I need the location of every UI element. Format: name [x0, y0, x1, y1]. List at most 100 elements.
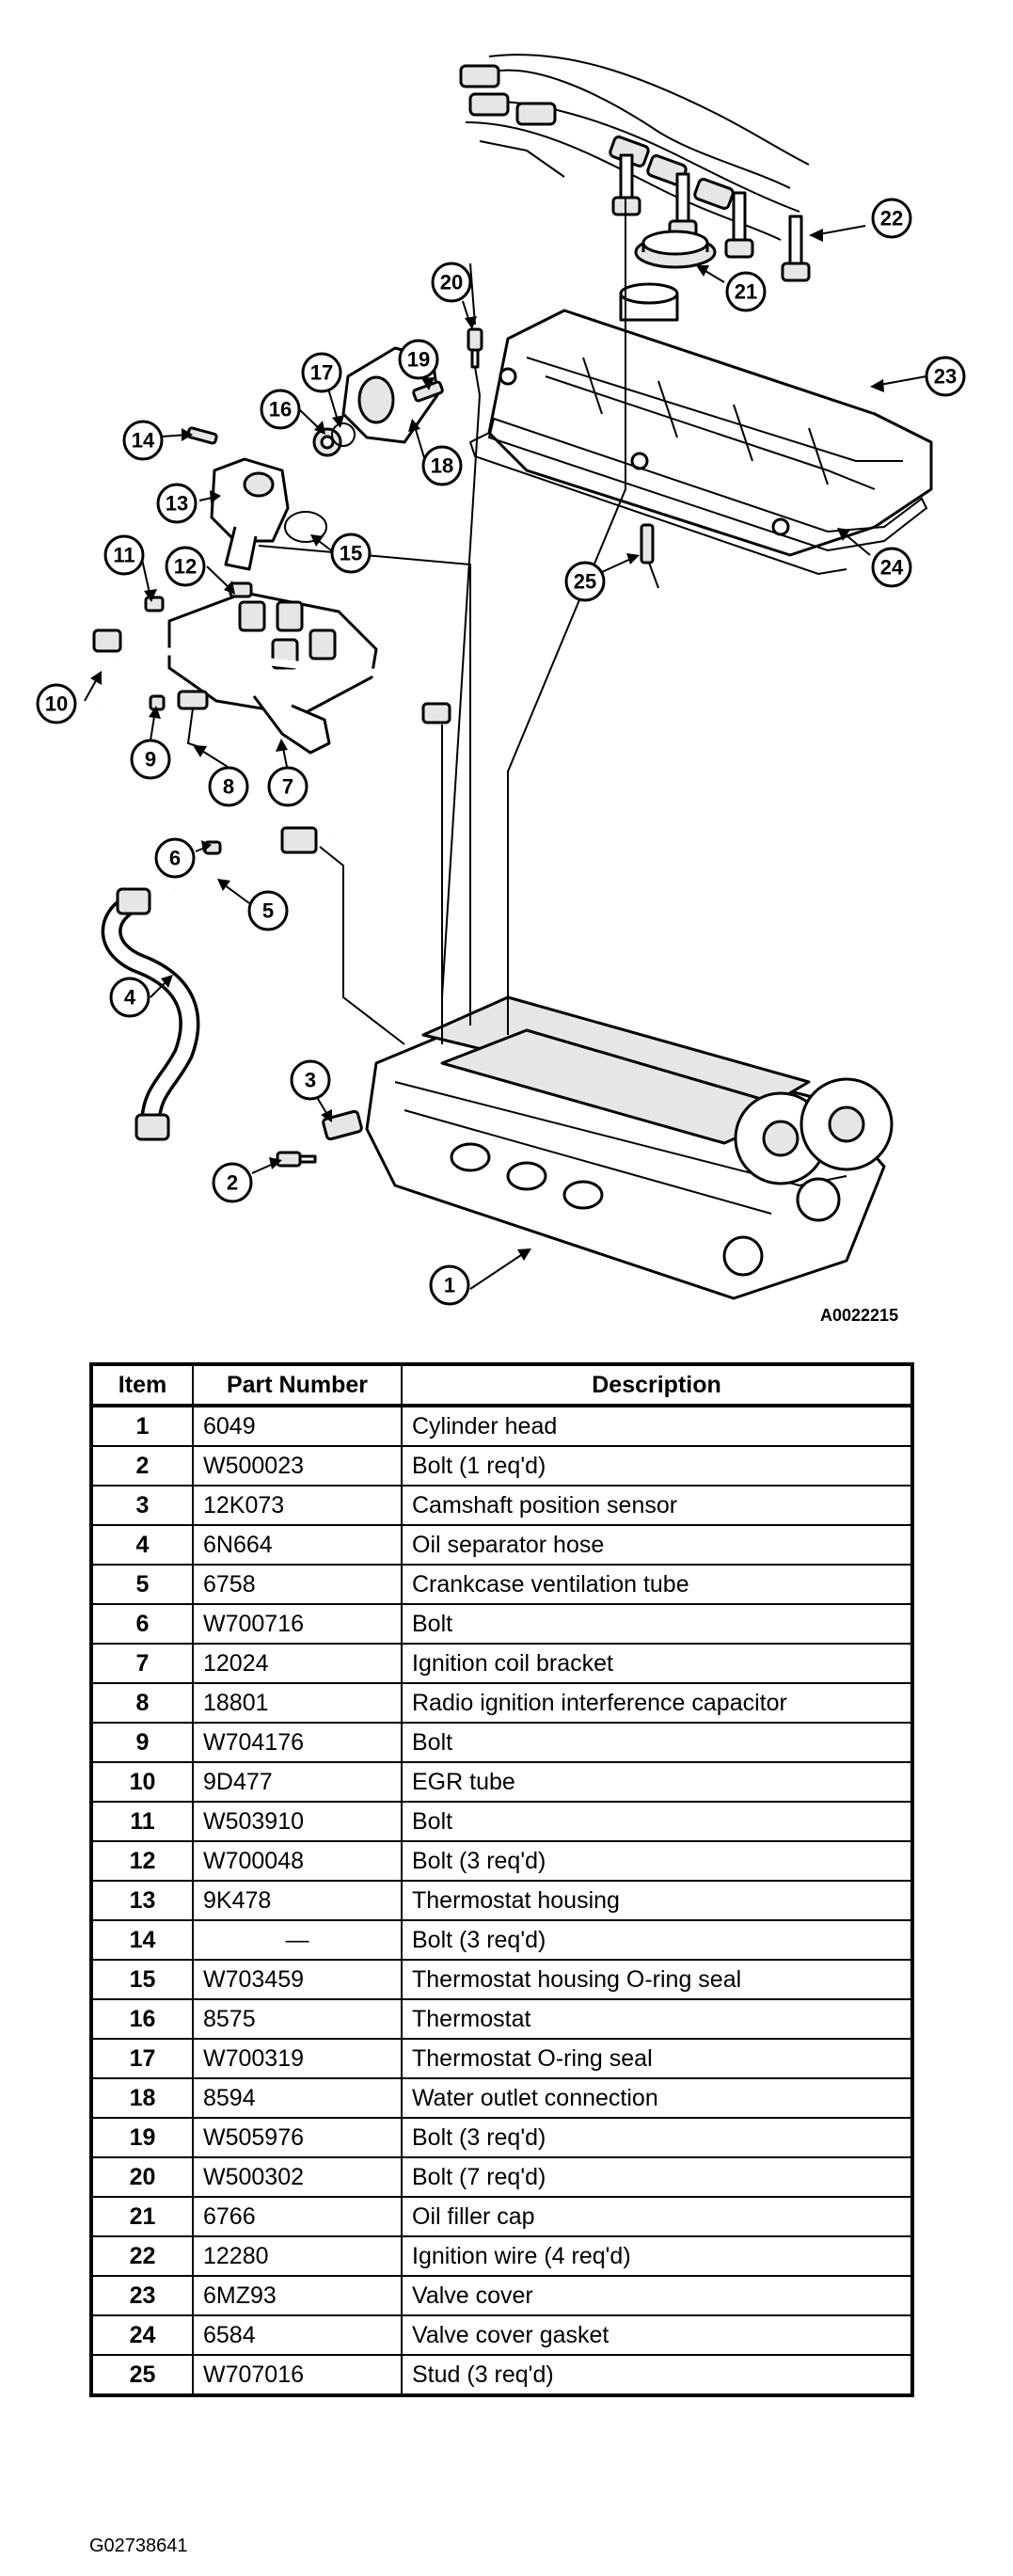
row-description: Radio ignition interference capacitor: [401, 1682, 913, 1724]
row-description: Water outlet connection: [401, 2077, 913, 2119]
row-item: 21: [90, 2196, 194, 2237]
thermostat-housing-drawing: [186, 426, 327, 571]
row-item: 19: [90, 2117, 194, 2158]
leader-lines: [258, 140, 659, 1045]
callouts: 1 2 3 4 5 6 7 8 9 10 11 12 13 14 15 16 1…: [36, 198, 966, 1306]
ignition-coil-assembly-drawing: [92, 581, 451, 755]
svg-text:12: 12: [174, 555, 197, 579]
row-description: Thermostat housing: [401, 1880, 913, 1921]
row-item: 9: [90, 1722, 194, 1763]
row-item: 22: [90, 2235, 194, 2277]
svg-text:18: 18: [431, 454, 453, 478]
callout-17: 17: [301, 352, 342, 393]
svg-text:7: 7: [282, 775, 293, 799]
row-part-number: W707016: [192, 2354, 403, 2396]
table-header-row: Item Part Number Description: [90, 1363, 913, 1407]
row-part-number: 8594: [192, 2077, 403, 2119]
svg-text:3: 3: [305, 1069, 316, 1092]
svg-text:15: 15: [340, 542, 362, 565]
row-item: 12: [90, 1840, 194, 1882]
row-part-number: 8575: [192, 1998, 403, 2040]
svg-text:1: 1: [444, 1274, 455, 1297]
row-part-number: W503910: [192, 1801, 403, 1842]
svg-text:8: 8: [223, 775, 234, 799]
svg-text:19: 19: [407, 348, 430, 372]
callout-3: 3: [290, 1059, 331, 1101]
thermostat-drawing: [312, 422, 356, 457]
header-part-number: Part Number: [192, 1363, 403, 1407]
row-part-number: W505976: [192, 2117, 403, 2158]
oil-filler-cap-drawing: [634, 230, 717, 269]
row-part-number: 6766: [192, 2196, 403, 2237]
row-item: 3: [90, 1485, 194, 1526]
svg-text:14: 14: [132, 429, 155, 453]
row-description: Thermostat housing O-ring seal: [401, 1959, 913, 2000]
row-item: 5: [90, 1564, 194, 1605]
row-description: Valve cover: [401, 2275, 913, 2316]
row-description: Bolt (3 req'd): [401, 1919, 913, 1961]
row-item: 13: [90, 1880, 194, 1921]
row-item: 25: [90, 2354, 194, 2396]
callout-12: 12: [165, 546, 206, 587]
row-description: Stud (3 req'd): [401, 2354, 913, 2396]
callout-24: 24: [871, 547, 912, 588]
callout-21: 21: [725, 271, 767, 312]
row-description: Ignition coil bracket: [401, 1643, 913, 1684]
row-description: Bolt: [401, 1801, 913, 1842]
row-description: EGR tube: [401, 1761, 913, 1803]
svg-text:22: 22: [880, 207, 903, 231]
row-description: Thermostat O-ring seal: [401, 2038, 913, 2079]
svg-text:16: 16: [269, 398, 292, 421]
row-part-number: 18801: [192, 1682, 403, 1724]
row-part-number: W700048: [192, 1840, 403, 1882]
exploded-diagram: 1 2 3 4 5 6 7 8 9 10 11 12 13 14 15 16 1…: [36, 54, 966, 1306]
row-part-number: 6758: [192, 1564, 403, 1605]
callout-2: 2: [212, 1162, 253, 1203]
callout-14: 14: [122, 420, 164, 461]
callout-6: 6: [154, 837, 196, 879]
svg-text:11: 11: [113, 544, 135, 567]
row-item: 1: [90, 1405, 194, 1447]
row-description: Camshaft position sensor: [401, 1485, 913, 1526]
crankcase-tube-drawing: [171, 826, 330, 894]
arrows: [84, 225, 927, 1290]
row-description: Ignition wire (4 req'd): [401, 2235, 913, 2277]
row-part-number: W703459: [192, 1959, 403, 2000]
svg-text:6: 6: [169, 847, 181, 870]
svg-text:21: 21: [735, 280, 757, 304]
callout-25: 25: [564, 561, 606, 602]
row-item: 4: [90, 1524, 194, 1566]
row-item: 16: [90, 1998, 194, 2040]
callout-19: 19: [398, 339, 439, 380]
row-description: Valve cover gasket: [401, 2314, 913, 2356]
row-part-number: 12024: [192, 1643, 403, 1684]
header-description: Description: [401, 1363, 913, 1407]
row-item: 17: [90, 2038, 194, 2079]
row-item: 15: [90, 1959, 194, 2000]
row-item: 8: [90, 1682, 194, 1724]
row-description: Oil filler cap: [401, 2196, 913, 2237]
row-part-number: 6049: [192, 1405, 403, 1447]
row-part-number: W700319: [192, 2038, 403, 2079]
table-row: 14—Bolt (3 req'd): [90, 1919, 913, 1961]
callout-4: 4: [109, 977, 150, 1018]
svg-text:23: 23: [934, 365, 957, 389]
row-part-number: W704176: [192, 1722, 403, 1763]
row-description: Thermostat: [401, 1998, 913, 2040]
row-description: Bolt (1 req'd): [401, 1445, 913, 1487]
row-item: 7: [90, 1643, 194, 1684]
